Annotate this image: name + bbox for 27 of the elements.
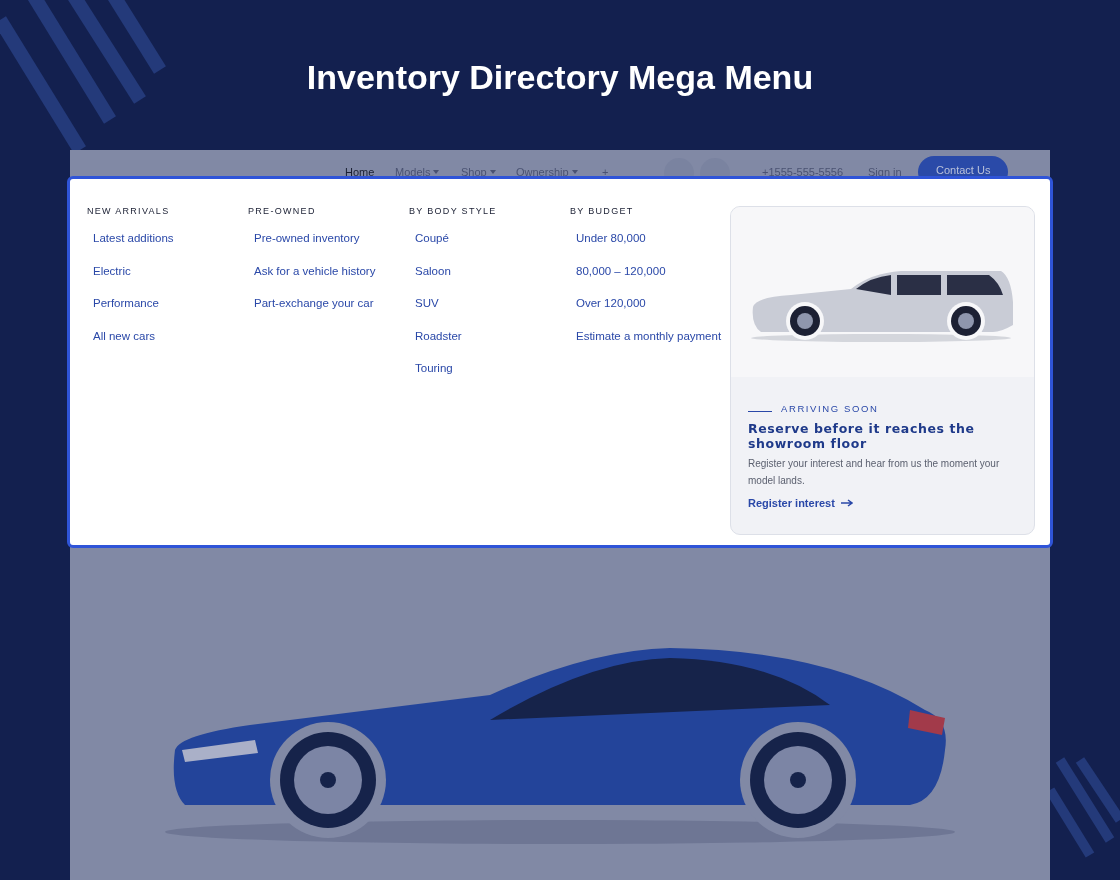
call-to-action-link: Register interest (748, 497, 835, 509)
eyebrow-text: ARRIVING SOON (781, 403, 879, 414)
menu-link: Coupé (415, 232, 449, 244)
menu-link: All new cars (93, 329, 155, 342)
column-heading: NEW ARRIVALS (87, 206, 170, 216)
column-heading: BY BUDGET (570, 206, 634, 216)
column-heading: PRE-OWNED (248, 206, 316, 216)
nav-link: + (602, 166, 609, 178)
menu-link: Over 120,000 (576, 297, 646, 309)
menu-link: Estimate a monthly payment (576, 329, 722, 342)
column-heading: BY BODY STYLE (409, 206, 497, 216)
menu-link: Electric (93, 264, 131, 277)
menu-link: Latest additions (93, 232, 174, 244)
menu-link: Part-exchange your car (254, 297, 374, 309)
menu-link: Touring (415, 362, 453, 374)
menu-link: Saloon (415, 264, 451, 277)
menu-link: Ask for a vehicle history (254, 264, 376, 277)
menu-link: 80,000 – 120,000 (576, 264, 666, 277)
menu-link: SUV (415, 297, 439, 309)
card-description: Register your interest and hear from us the moment your model lands. (748, 457, 1001, 488)
menu-link: Pre-owned inventory (254, 232, 360, 244)
nav-link: Home (345, 166, 375, 178)
menu-link: Performance (93, 297, 159, 309)
menu-link: Roadster (415, 329, 462, 342)
page-title: Inventory Directory Mega Menu (305, 58, 815, 97)
menu-link: Under 80,000 (576, 232, 646, 244)
card-heading: Reserve before it reaches the showroom floor (748, 421, 976, 451)
